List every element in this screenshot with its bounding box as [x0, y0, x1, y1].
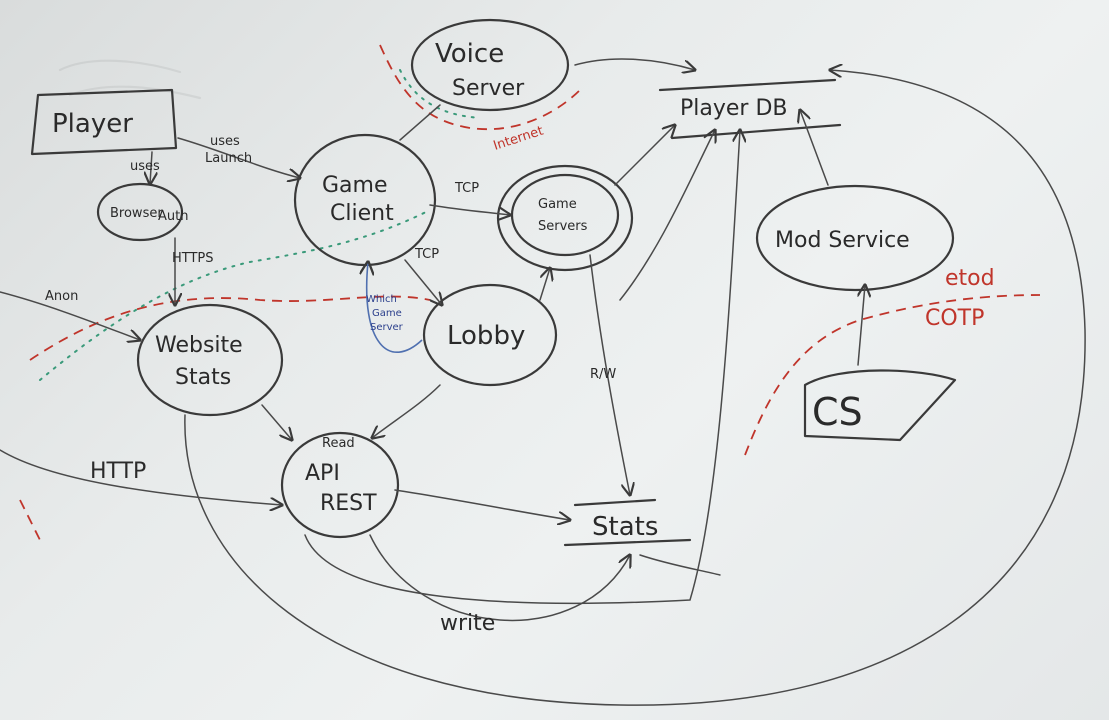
label-read: Read: [322, 436, 355, 451]
edge-lobby-gameservers: [539, 268, 550, 301]
stats-label: Stats: [592, 512, 658, 542]
edge-http-api: [0, 449, 282, 505]
label-tcp-lobby: TCP: [414, 247, 439, 262]
label-tcp-gameservers: TCP: [454, 181, 479, 196]
game-client-label-1: Game: [322, 173, 388, 198]
cs-node: [803, 369, 957, 442]
internet-boundary-red-2: [379, 44, 581, 131]
edge-stats-playerdb: [639, 554, 721, 576]
api-rest-node: [280, 431, 400, 539]
edge-which-game-server: [367, 262, 423, 353]
green-boundary-1: [39, 209, 431, 381]
edge-api-stats-write: [369, 534, 630, 622]
label-uses: uses: [130, 159, 160, 174]
edge-modservice-playerdb: [800, 110, 829, 186]
label-etod: etod: [945, 266, 995, 291]
label-rw: R/W: [590, 367, 616, 382]
voice-server-node: [410, 18, 570, 112]
label-anon: Anon: [45, 289, 78, 304]
api-rest-label-1: API: [305, 461, 340, 486]
game-client-label-2: Client: [330, 201, 394, 226]
game-client-node: [293, 133, 437, 267]
label-uses-launch-2: Launch: [205, 151, 252, 166]
label-cotp: COTP: [925, 306, 984, 331]
edge-voice-playerdb: [574, 58, 695, 70]
edge-api-stats: [394, 489, 570, 520]
player-label: Player: [52, 109, 133, 139]
lobby-node: [422, 283, 558, 387]
label-write: write: [440, 611, 495, 636]
edge-player-gameclient: [177, 137, 300, 178]
label-uses-launch-1: uses: [210, 134, 240, 149]
browser-node: [96, 182, 184, 242]
mod-service-label: Mod Service: [775, 228, 910, 253]
edge-gameclient-gameservers: [429, 204, 510, 215]
player-db-top-line: [658, 78, 837, 92]
label-which-game-server-2: Game: [372, 308, 402, 319]
stats-top-line: [573, 498, 657, 507]
game-servers-label-2: Servers: [538, 219, 588, 234]
label-https: HTTPS: [172, 251, 214, 266]
label-which-game-server-3: Server: [370, 322, 404, 333]
website-stats-label-1: Website: [155, 333, 243, 358]
game-servers-label-1: Game: [538, 197, 577, 212]
edge-api-playerdb: [304, 130, 740, 605]
website-stats-node: [136, 303, 284, 417]
label-auth: Auth: [158, 209, 188, 224]
edge-cs-modservice: [858, 285, 865, 366]
player-box: [30, 88, 178, 156]
website-stats-label-2: Stats: [175, 365, 231, 390]
edge-gameservers-playerdb-long: [619, 130, 715, 301]
cs-label: CS: [812, 390, 863, 434]
browser-label: Browser: [110, 206, 163, 221]
player-db-label: Player DB: [680, 96, 788, 121]
internet-boundary-red-1: [29, 295, 431, 361]
edge-gameservers-playerdb: [614, 125, 675, 186]
api-rest-label-2: REST: [320, 491, 377, 516]
ghost-erased-writing: [58, 59, 202, 100]
green-boundary-2: [399, 69, 481, 119]
game-servers-node-inner: [510, 173, 620, 257]
edge-gameservers-stats-rw: [589, 254, 630, 495]
voice-server-label-1: Voice: [435, 39, 504, 69]
label-which-game-server-1: Which: [366, 294, 397, 305]
edge-anon-website: [0, 291, 140, 340]
edge-gameclient-voice: [399, 104, 441, 141]
stats-bottom-line: [563, 538, 692, 547]
internet-boundary-red-3: [744, 294, 1041, 456]
internet-boundary-red-4: [19, 499, 41, 541]
label-http: HTTP: [90, 459, 146, 484]
edge-website-playerdb-loop: [184, 70, 1086, 706]
mod-service-node: [755, 184, 955, 292]
player-db-bottom-line: [670, 123, 842, 140]
voice-server-label-2: Server: [452, 76, 525, 101]
edge-player-browser: [150, 151, 152, 184]
edge-website-api: [261, 404, 292, 440]
lobby-label: Lobby: [447, 321, 525, 351]
edge-gameclient-lobby: [404, 259, 442, 305]
edge-lobby-api: [372, 384, 441, 438]
